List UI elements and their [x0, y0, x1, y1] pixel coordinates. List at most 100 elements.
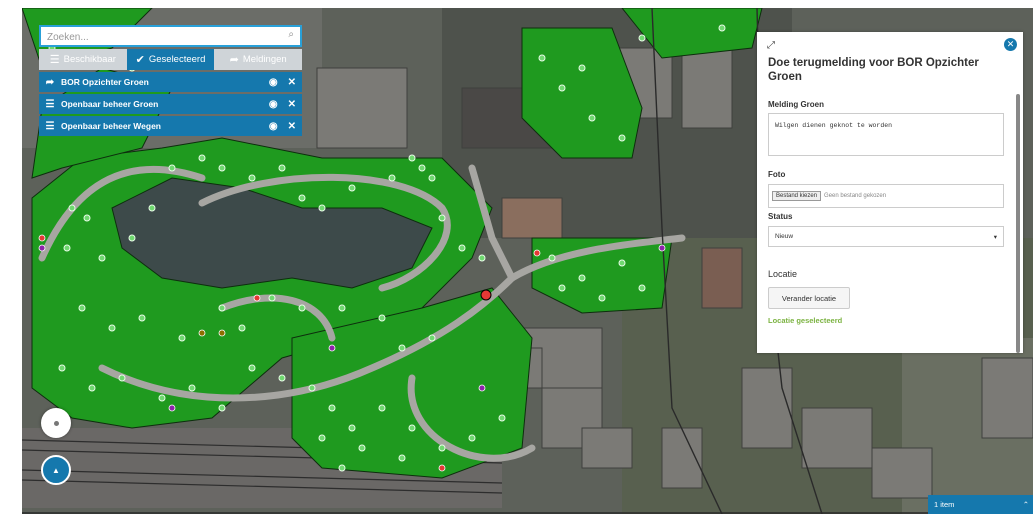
melding-textarea[interactable]: Wilgen dienen geknot te worden [768, 113, 1004, 156]
tree-marker[interactable] [118, 374, 126, 382]
panel-scrollbar[interactable] [1016, 94, 1020, 353]
search-icon[interactable]: ⌕ [288, 29, 294, 40]
close-panel-button[interactable]: ✕ [1004, 38, 1017, 51]
report-marker[interactable] [478, 384, 486, 392]
tree-marker[interactable] [378, 314, 386, 322]
tree-marker[interactable] [138, 314, 146, 322]
tree-marker[interactable] [538, 54, 546, 62]
tree-marker[interactable] [578, 274, 586, 282]
tree-marker[interactable] [558, 84, 566, 92]
tree-marker[interactable] [98, 254, 106, 262]
tree-marker[interactable] [428, 174, 436, 182]
items-bar[interactable]: 1 item ⌃ [928, 495, 1033, 514]
layer-item-bor-opzichter-groen[interactable]: ➦ BOR Opzichter Groen ◉ ✕ [39, 72, 302, 92]
tree-marker[interactable] [68, 204, 76, 212]
tree-marker[interactable] [428, 334, 436, 342]
tree-marker[interactable] [148, 204, 156, 212]
tree-marker[interactable] [338, 304, 346, 312]
tab-beschikbaar[interactable]: ☰ Beschikbaar [39, 49, 127, 70]
tree-marker[interactable] [498, 414, 506, 422]
close-icon[interactable]: ✕ [287, 76, 296, 88]
report-marker[interactable] [38, 234, 46, 242]
tree-marker[interactable] [78, 304, 86, 312]
layer-item-openbaar-beheer-wegen[interactable]: ☰ Openbaar beheer Wegen ◉ ✕ [39, 116, 302, 136]
tree-marker[interactable] [188, 384, 196, 392]
tree-marker[interactable] [248, 174, 256, 182]
tree-marker[interactable] [398, 454, 406, 462]
expand-icon[interactable]: ⤢ [767, 40, 775, 51]
tab-meldingen[interactable]: ➦ Meldingen [214, 49, 303, 70]
tab-geselecteerd[interactable]: ✔ Geselecteerd [126, 49, 215, 70]
tree-marker[interactable] [558, 284, 566, 292]
location-control-button[interactable] [41, 408, 71, 438]
report-marker[interactable] [253, 294, 261, 302]
tree-marker[interactable] [348, 424, 356, 432]
tree-marker[interactable] [298, 194, 306, 202]
tree-marker[interactable] [168, 164, 176, 172]
tree-marker[interactable] [278, 164, 286, 172]
tree-marker[interactable] [618, 259, 626, 267]
tree-marker[interactable] [248, 364, 256, 372]
tree-marker[interactable] [218, 404, 226, 412]
tree-marker[interactable] [588, 114, 596, 122]
tree-marker[interactable] [178, 334, 186, 342]
tree-marker[interactable] [478, 254, 486, 262]
tree-marker[interactable] [198, 154, 206, 162]
tree-marker[interactable] [328, 404, 336, 412]
tree-marker[interactable] [348, 184, 356, 192]
tree-marker[interactable] [238, 324, 246, 332]
tree-marker[interactable] [468, 434, 476, 442]
tree-marker[interactable] [638, 284, 646, 292]
layer-item-openbaar-beheer-groen[interactable]: ☰ Openbaar beheer Groen ◉ ✕ [39, 94, 302, 114]
tree-marker[interactable] [88, 384, 96, 392]
tree-marker[interactable] [318, 434, 326, 442]
tree-marker[interactable] [218, 304, 226, 312]
search-input[interactable] [41, 28, 283, 47]
tree-marker[interactable] [128, 234, 136, 242]
report-marker[interactable] [328, 344, 336, 352]
tree-marker[interactable] [548, 254, 556, 262]
tree-marker[interactable] [308, 384, 316, 392]
search-bar[interactable]: ⌕ [39, 25, 302, 47]
report-marker[interactable] [198, 329, 206, 337]
tree-marker[interactable] [458, 244, 466, 252]
tree-marker[interactable] [438, 444, 446, 452]
tree-marker[interactable] [578, 64, 586, 72]
tree-marker[interactable] [418, 164, 426, 172]
status-select[interactable]: Nieuw ▾ [768, 226, 1004, 247]
tree-marker[interactable] [108, 324, 116, 332]
tree-marker[interactable] [388, 174, 396, 182]
tree-marker[interactable] [408, 424, 416, 432]
eye-icon[interactable]: ◉ [268, 120, 278, 132]
change-location-button[interactable]: Verander locatie [768, 287, 850, 309]
tree-marker[interactable] [398, 344, 406, 352]
tree-marker[interactable] [268, 294, 276, 302]
map-layers-button[interactable]: ▲ [41, 455, 71, 485]
tree-marker[interactable] [278, 374, 286, 382]
close-icon[interactable]: ✕ [287, 98, 296, 110]
tree-marker[interactable] [338, 464, 346, 472]
tree-marker[interactable] [58, 364, 66, 372]
tree-marker[interactable] [378, 404, 386, 412]
tree-marker[interactable] [218, 164, 226, 172]
eye-icon[interactable]: ◉ [268, 98, 278, 110]
report-marker[interactable] [168, 404, 176, 412]
tree-marker[interactable] [318, 204, 326, 212]
tree-marker[interactable] [618, 134, 626, 142]
close-icon[interactable]: ✕ [287, 120, 296, 132]
tree-marker[interactable] [158, 394, 166, 402]
tree-marker[interactable] [83, 214, 91, 222]
report-marker[interactable] [438, 464, 446, 472]
report-marker[interactable] [38, 244, 46, 252]
report-marker[interactable] [218, 329, 226, 337]
foto-file-input[interactable]: Bestand kiezen Geen bestand gekozen [768, 184, 1004, 208]
report-marker[interactable] [658, 244, 666, 252]
report-marker[interactable] [533, 249, 541, 257]
eye-icon[interactable]: ◉ [268, 76, 278, 88]
tree-marker[interactable] [718, 24, 726, 32]
tree-marker[interactable] [598, 294, 606, 302]
choose-file-button[interactable]: Bestand kiezen [772, 191, 822, 201]
tree-marker[interactable] [638, 34, 646, 42]
tree-marker[interactable] [63, 244, 71, 252]
tree-marker[interactable] [358, 444, 366, 452]
